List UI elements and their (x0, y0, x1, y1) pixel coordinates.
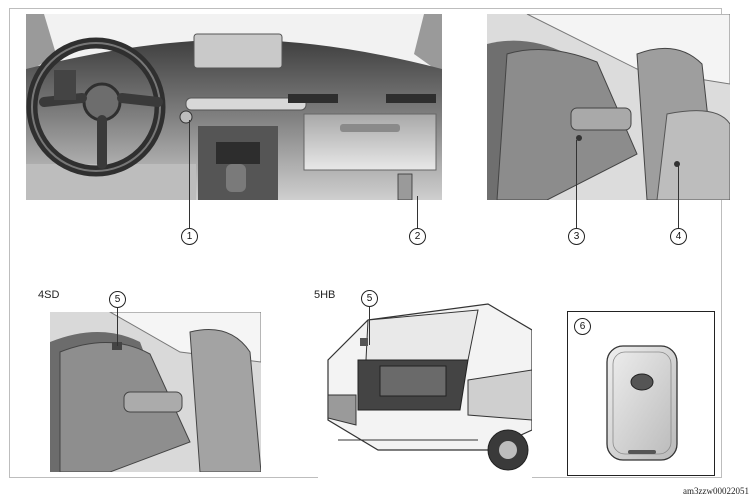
callout-2: 2 (409, 228, 426, 245)
hatchback-illustration (318, 300, 532, 478)
callout-1-leader (189, 120, 190, 228)
callout-1: 1 (181, 228, 198, 245)
callout-3: 3 (568, 228, 585, 245)
key-fob-box: 6 (567, 311, 715, 476)
callout-5-hatchback: 5 (361, 290, 378, 307)
callout-6: 6 (574, 318, 591, 335)
callout-5b-leader (369, 305, 370, 345)
callout-4-leader (678, 166, 679, 228)
hatchback-label: 5HB (314, 289, 336, 301)
callout-5-sedan: 5 (109, 291, 126, 308)
sedan-rear-seat-illustration (50, 312, 261, 472)
callout-2-leader (417, 196, 418, 228)
callout-3-leader (576, 140, 577, 228)
figure-code: am3zzw00022051 (683, 486, 749, 496)
dashboard-illustration (26, 14, 442, 200)
key-fob-illustration (606, 345, 678, 461)
callout-5a-leader (117, 306, 118, 346)
rear-seat-illustration (487, 14, 730, 200)
callout-4: 4 (670, 228, 687, 245)
sedan-label: 4SD (38, 289, 60, 301)
